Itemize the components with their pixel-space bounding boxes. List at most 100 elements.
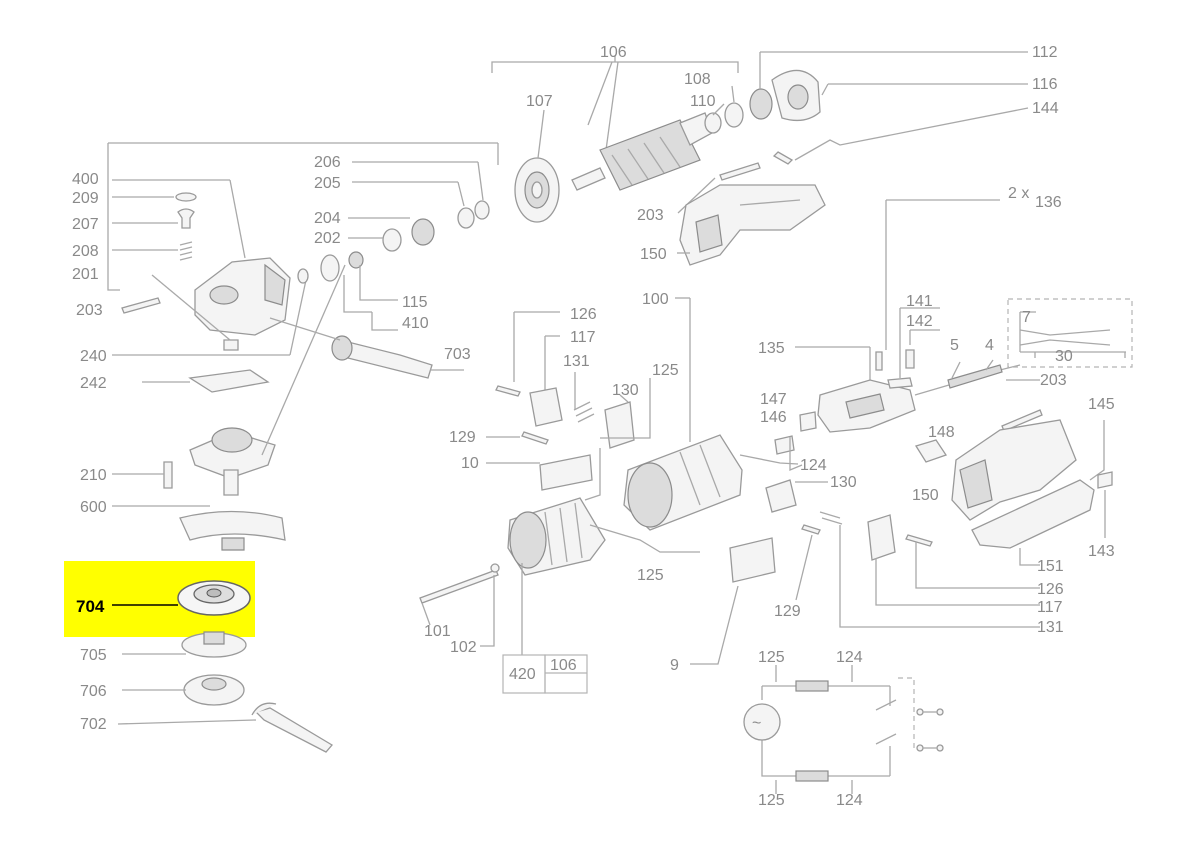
bushing-part-240[interactable]: [223, 339, 239, 351]
label-146: 146: [760, 409, 787, 426]
label-209: 209: [72, 190, 99, 207]
label-116: 116: [1032, 76, 1058, 93]
flange-part-705[interactable]: [181, 631, 247, 658]
label-144: 144: [1032, 100, 1059, 117]
circlip-part-206[interactable]: [457, 207, 475, 229]
part-labels: 106 112 108 116 110 107 144 400 206 209 …: [72, 44, 1115, 809]
ring-part-202[interactable]: [382, 228, 402, 252]
label-125-bottom: 125: [637, 567, 664, 584]
label-106-box: 106: [550, 657, 577, 674]
label-131-right: 131: [1037, 619, 1064, 636]
label-203-top: 203: [637, 207, 664, 224]
handle-half-part-150b[interactable]: [951, 419, 1077, 521]
label-201: 201: [72, 266, 99, 283]
bearing-part-108[interactable]: [724, 102, 744, 128]
field-coil-part-420[interactable]: [507, 497, 606, 576]
label-9: 9: [670, 657, 679, 674]
label-151: 151: [1037, 558, 1064, 575]
gear-housing-part-201[interactable]: [194, 257, 291, 336]
flange-nut-part-704[interactable]: [177, 580, 251, 616]
bearing-part-112[interactable]: [749, 88, 773, 120]
label-400: 400: [72, 171, 99, 188]
brush-cap-part-117b[interactable]: [867, 514, 896, 561]
label-150-top: 150: [640, 246, 667, 263]
label-10: 10: [461, 455, 479, 472]
label-part-10[interactable]: [539, 454, 593, 491]
label-202: 202: [314, 230, 341, 247]
label-7: 7: [1022, 309, 1031, 326]
label-147: 147: [760, 391, 787, 408]
label-129-right: 129: [774, 603, 801, 620]
label-106: 106: [600, 44, 627, 61]
part-148[interactable]: [914, 439, 948, 463]
label-207: 207: [72, 216, 99, 233]
spindle-assembly[interactable]: [189, 427, 276, 496]
brush-cap-part-117[interactable]: [529, 387, 563, 427]
wrench-part-702[interactable]: [251, 702, 333, 753]
label-705: 705: [80, 647, 107, 664]
plate-part-151[interactable]: [971, 479, 1095, 549]
armature-part[interactable]: [571, 112, 713, 191]
brush-holder-part-130b[interactable]: [765, 479, 797, 513]
side-handle-part-703[interactable]: [331, 335, 433, 379]
guard-part-600[interactable]: [179, 510, 286, 551]
label-100: 100: [642, 291, 669, 308]
gasket-part-242[interactable]: [188, 369, 270, 393]
nut-part-706[interactable]: [183, 674, 245, 706]
label-206: 206: [314, 154, 341, 171]
label-110: 110: [690, 93, 716, 110]
label-205: 205: [314, 175, 341, 192]
label-704[interactable]: 704: [76, 597, 105, 616]
button-part-207[interactable]: [177, 208, 195, 229]
label-101: 101: [424, 623, 451, 640]
label-130-right: 130: [830, 474, 857, 491]
label-703: 703: [444, 346, 471, 363]
label-124-circuit-top: 124: [836, 649, 863, 666]
label-108: 108: [684, 71, 711, 88]
brush-holder-part-130[interactable]: [604, 401, 635, 449]
switch-handle-group: [690, 199, 1133, 665]
screw-part-203-left[interactable]: [121, 297, 161, 314]
label-126-top: 126: [570, 306, 597, 323]
label-148: 148: [928, 424, 955, 441]
label-242: 242: [80, 375, 107, 392]
label-145: 145: [1088, 396, 1115, 413]
wiring-schematic: ~: [743, 665, 944, 794]
label-130-top: 130: [612, 382, 639, 399]
cable-part-5[interactable]: [947, 364, 1003, 389]
label-part-9[interactable]: [729, 537, 776, 583]
label-126-right: 126: [1037, 581, 1064, 598]
pinion-part[interactable]: [320, 254, 340, 282]
screw-part-101[interactable]: [419, 569, 499, 604]
label-125-circuit-bottom: 125: [758, 792, 785, 809]
label-706: 706: [80, 683, 107, 700]
label-210: 210: [80, 467, 107, 484]
label-150-right: 150: [912, 487, 939, 504]
part-146[interactable]: [774, 435, 795, 455]
label-204: 204: [314, 210, 341, 227]
washer-part-209[interactable]: [175, 192, 197, 202]
screw-part-210[interactable]: [163, 461, 173, 489]
label-142: 142: [906, 313, 933, 330]
label-2x: 2 x: [1008, 185, 1029, 202]
gear-part-107[interactable]: [514, 157, 560, 223]
switch-part-135[interactable]: [817, 379, 916, 433]
screw-part-203[interactable]: [719, 162, 761, 181]
bearing-part-204[interactable]: [411, 218, 435, 246]
part-147[interactable]: [799, 411, 817, 432]
bearing-group: [269, 161, 490, 379]
label-5: 5: [950, 337, 959, 354]
label-131-top: 131: [563, 353, 590, 370]
label-30: 30: [1055, 348, 1073, 365]
label-702: 702: [80, 716, 107, 733]
label-129-left: 129: [449, 429, 476, 446]
motor-group: [419, 297, 743, 694]
label-600: 600: [80, 499, 107, 516]
motor-housing-part-100[interactable]: [623, 434, 743, 531]
bearing-part-110[interactable]: [704, 112, 722, 134]
fan-part-116[interactable]: [771, 69, 821, 122]
label-107: 107: [526, 93, 553, 110]
handle-half-part-150[interactable]: [679, 184, 826, 266]
label-124-circuit-bottom: 124: [836, 792, 863, 809]
